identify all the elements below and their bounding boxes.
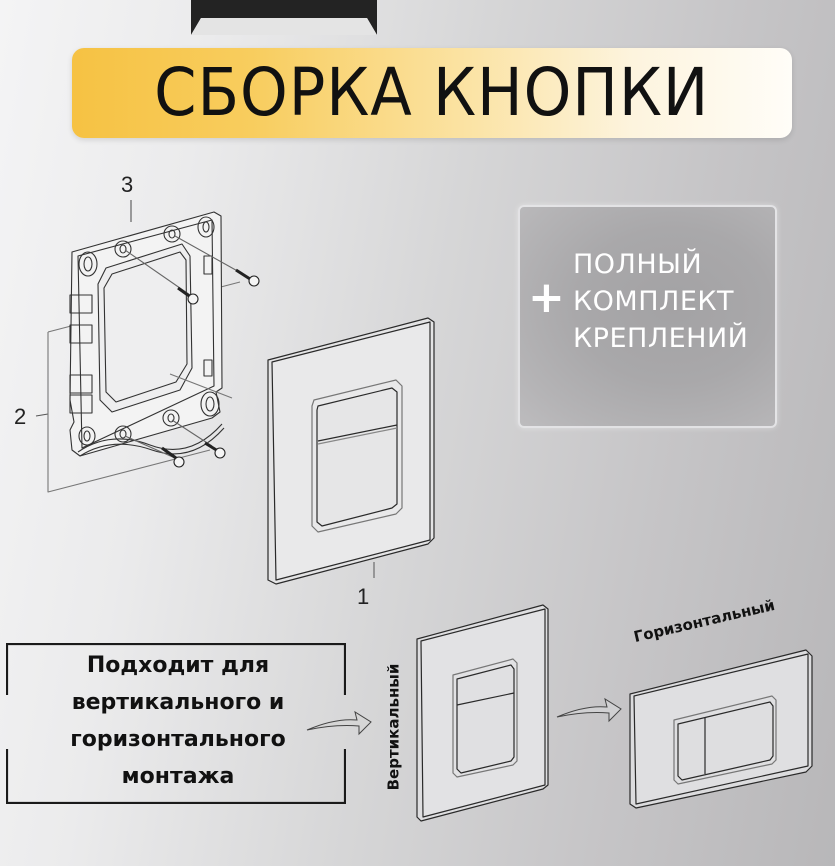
vertical-orientation-label: Вертикальный xyxy=(384,663,403,791)
vertical-plate-illustration xyxy=(416,604,549,822)
title-banner: СБОРКА КНОПКИ xyxy=(72,48,792,138)
info-line-2: вертикального и xyxy=(71,690,285,715)
kit-badge-line-1: ПОЛНЫЙ xyxy=(573,249,703,280)
kit-badge-line-2: КОМПЛЕКТ xyxy=(573,286,735,317)
plus-icon: + xyxy=(528,272,565,323)
callout-number-1: 1 xyxy=(357,584,370,609)
page-title: СБОРКА КНОПКИ xyxy=(154,54,710,131)
info-line-4: монтажа xyxy=(121,764,235,789)
horizontal-plate-illustration xyxy=(629,649,813,809)
kit-badge-line-3: КРЕПЛЕНИЙ xyxy=(573,323,749,354)
info-box-frame xyxy=(6,643,346,804)
callout-number-3: 3 xyxy=(121,172,134,197)
mounting-compatibility-note: Подходит для вертикального и горизонталь… xyxy=(10,647,346,795)
mounting-frame-illustration xyxy=(35,200,260,493)
arrow-right-icon xyxy=(306,710,372,736)
callout-number-2: 2 xyxy=(14,404,27,429)
info-line-3: горизонтального xyxy=(70,727,286,752)
button-plate-illustration xyxy=(267,317,435,585)
mounting-kit-badge xyxy=(518,205,777,428)
top-dark-tab xyxy=(191,0,377,35)
arrow-right-icon-2 xyxy=(556,697,622,723)
info-line-1: Подходит для xyxy=(86,653,270,678)
